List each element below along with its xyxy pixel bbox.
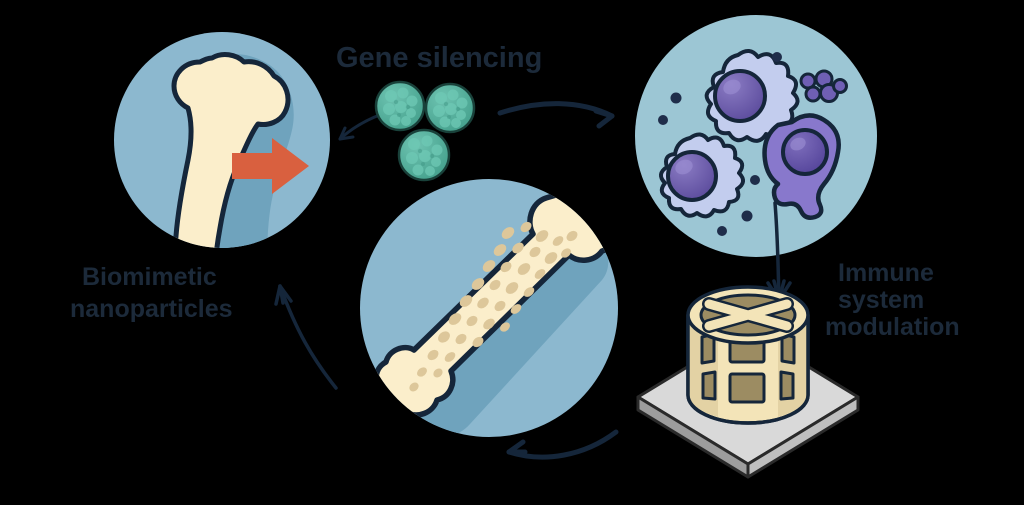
arrow-scaffold-to-bone [506,429,619,460]
arrow-genesilencing-to-immune [497,101,615,129]
arrow-bone-to-label [274,284,338,390]
scaffold-cylinder [686,313,810,425]
label-immune-line1: Immune [838,259,934,287]
scaffold-pores-row2 [701,370,795,404]
free-particles [658,52,782,236]
immune-cell-macrophage-1 [704,49,800,143]
nanoparticle-3 [397,128,451,182]
label-biomimetic-line1: Biomimetic [82,263,217,291]
label-biomimetic-line2: nanoparticles [70,295,233,323]
panel-regenerated-bone [360,179,618,437]
arrow-defect-to-nanoparticles [338,112,384,141]
immune-cell-macrophage-2 [659,132,745,219]
nanoparticle-2 [424,82,476,134]
panel-bone-defect [114,32,330,248]
panel-immune-cells [635,15,877,257]
label-immune-line3: modulation [825,313,960,341]
scaffold-top [686,285,810,345]
panel-scaffold [636,285,860,479]
arrow-nanoparticle-delivery [232,138,309,194]
label-gene-silencing: Gene silencing [336,42,542,74]
particle-cluster [799,69,848,103]
panel-nanoparticles [374,80,476,182]
bone-shadow-2 [413,232,609,437]
trabecular-texture [409,221,578,392]
label-immune-line2: system [838,286,924,314]
immune-cell-amoeboid [762,113,841,220]
nanoparticle-1 [374,80,426,132]
femur-bone [169,52,291,248]
